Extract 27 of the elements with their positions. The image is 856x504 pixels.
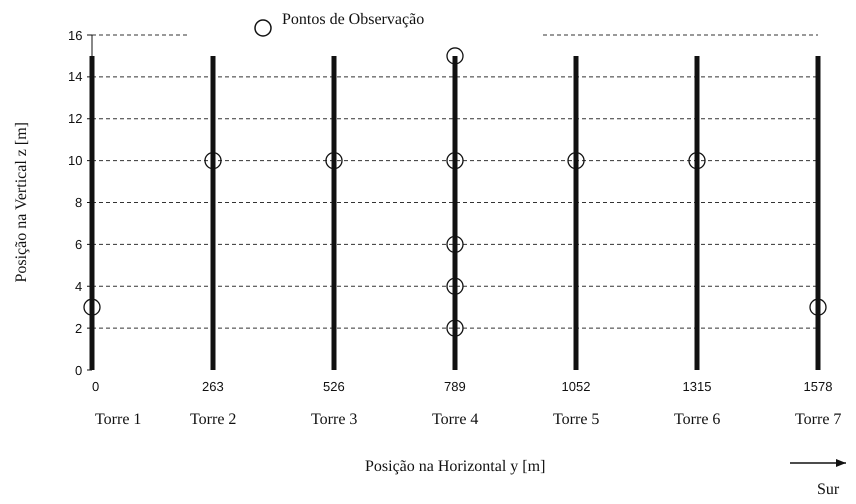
axis-title: Posição na Vertical z [m]	[13, 122, 31, 283]
direction-label: Sur	[817, 481, 840, 499]
tick-label: 6	[75, 236, 82, 252]
tick-label: 4	[75, 278, 82, 294]
tick-label: 1578	[804, 378, 832, 394]
tick-label: 2	[75, 320, 82, 336]
tick-label: 8	[75, 195, 82, 210]
tick-label: 526	[323, 378, 345, 394]
tick-label: 0	[75, 362, 82, 378]
tick-label: 263	[202, 378, 224, 394]
tower-label: Torre 1	[95, 411, 142, 429]
tower-label: Torre 4	[432, 411, 478, 429]
tower-label: Torre 5	[553, 411, 600, 429]
tower-label: Torre 3	[311, 411, 358, 429]
tick-label: 16	[68, 28, 82, 42]
tick-label: 14	[68, 69, 82, 84]
tower-label: Torre 6	[674, 411, 720, 429]
tick-label: 1315	[682, 378, 712, 394]
tick-label: 1052	[562, 378, 590, 394]
tower-label: Torre 2	[190, 411, 236, 429]
tick-label: 789	[444, 378, 466, 394]
tick-label: 12	[68, 111, 82, 126]
legend-label: Pontos de Observação	[282, 11, 424, 29]
tick-label: 0	[92, 378, 100, 394]
axis-title: Posição na Horizontal y [m]	[365, 458, 546, 476]
tower-label: Torre 7	[795, 411, 842, 429]
tick-label: 10	[68, 153, 82, 168]
